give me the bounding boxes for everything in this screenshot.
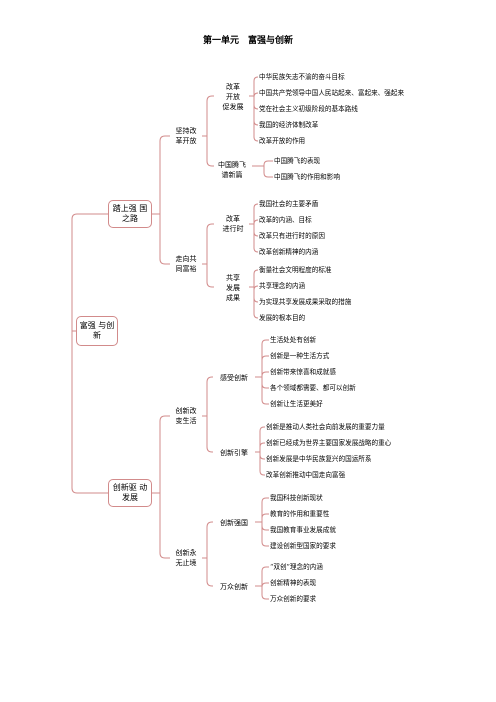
leaf-item: 创新带来惊喜和成就感 [270,368,336,376]
leaf-item: 中国腾飞的表现 [274,157,321,165]
root-node: 富强 与创新 [76,316,118,346]
connector-line [206,160,214,167]
connector-line [253,136,259,142]
connector-line [253,247,259,253]
connector-line [206,95,214,102]
leaf-item: 我国科技创新现状 [270,494,323,502]
connector-line [253,313,259,319]
group-node-2-1-1: 感受创新 [220,374,248,382]
connector-line [253,92,259,98]
connector-line [259,442,265,448]
connector-line [261,371,269,377]
sub-node-1-1: 坚持改 革开放 [175,127,197,145]
connector-line [263,172,273,178]
leaf-item: 改革只有进行时的原因 [259,232,325,240]
connector-line [253,203,259,209]
group-node-2-1-2: 创新引擎 [220,449,248,457]
leaf-item: 创新是推动人类社会向前发展的重要力量 [266,423,385,431]
connector-line [159,552,170,559]
connector-line [261,513,269,519]
connector-line [261,497,269,503]
connector-line [71,487,108,494]
leaf-item: 中华民族矢志不渝的奋斗目标 [259,73,345,81]
group-node-1-2-1: 改革 进行时 [222,215,244,233]
connector-line [206,223,214,230]
connector-line [261,339,269,345]
leaf-item: 创新发展是中华民族复兴的国运所系 [266,455,372,463]
connector-line [253,269,259,275]
group-node-2-2-2: 万众创新 [220,583,248,591]
connector-line [206,580,213,587]
connector-line [206,521,213,528]
leaf-item: 发展的根本目的 [259,314,306,322]
connector-line [253,297,259,303]
connector-line [261,594,269,600]
connector-line [259,426,265,432]
leaf-item: 改革创新推动中国走向富强 [266,471,346,479]
leaf-item: 党在社会主义初级阶段的基本路线 [259,105,358,113]
connector-line [261,541,269,547]
sub-node-2-1: 创新改 变生活 [175,407,197,425]
leaf-item: 改革创新精神的内涵 [259,248,319,256]
leaf-item: 我国社会的主要矛盾 [259,200,319,208]
connector-line [263,160,273,166]
leaf-item: 万众创新的要求 [270,595,317,603]
leaf-item: 我国的经济体制改革 [259,121,319,129]
connector-line [71,213,108,220]
leaf-item: 中国共产党领导中国人民站起来、富起来、强起来 [259,89,405,97]
connector-line [253,76,259,82]
group-node-1-1-1: 改革 开放 促发展 [222,83,244,111]
connector-line [259,454,265,460]
group-node-1-1-2: 中国腾飞 谱新篇 [218,161,246,179]
leaf-item: 创新让生活更美好 [270,400,323,408]
connector-line [253,104,259,110]
leaf-item: 创新是一种生活方式 [270,352,330,360]
connector-line [206,446,213,453]
leaf-item: 中国腾飞的作用和影响 [274,173,340,181]
connector-line [206,376,213,383]
leaf-item: 改革的内涵、目标 [259,216,312,224]
connector-line [261,383,269,389]
leaf-item: 为实现共享发展成果采取的措施 [259,298,352,306]
connector-line [253,120,259,126]
connector-line [259,470,265,476]
connector-line [206,281,214,288]
leaf-item: “双创”理念的内涵 [270,563,323,571]
group-node-1-2-2: 共享 发展 成果 [226,274,240,302]
branch-node-1: 踏上强 国之路 [108,200,152,228]
leaf-item: 创新精神的表现 [270,579,317,587]
connector-line [253,219,259,225]
leaf-item: 教育的作用和重要性 [270,510,330,518]
connector-line [159,258,170,265]
leaf-item: 共享理念的内涵 [259,282,306,290]
connector-line [261,566,269,572]
sub-node-2-2: 创新永 无止境 [175,549,197,567]
connector-line [159,135,170,142]
page-title: 第一单元 富强与创新 [202,36,293,46]
leaf-item: 衡量社会文明程度的标准 [259,266,332,274]
connector-line [253,285,259,291]
leaf-item: 各个领域都需要、都可以创新 [270,384,356,392]
sub-node-1-2: 走向共 同富裕 [175,255,197,273]
branch-node-2: 创新驱 动发展 [108,479,152,507]
group-node-2-2-1: 创新强国 [220,519,248,527]
connector-line [261,582,269,588]
connector-line [261,525,269,531]
leaf-item: 改革开放的作用 [259,137,306,145]
leaf-item: 建设创新型国家的要求 [270,542,336,550]
leaf-item: 创新已经成为世界主要国家发展战略的重心 [266,439,392,447]
connector-line [261,399,269,405]
connector-line [159,415,170,422]
connector-line [261,355,269,361]
leaf-item: 我国教育事业发展成就 [270,526,336,534]
leaf-item: 生活处处有创新 [270,336,317,344]
connector-line [253,231,259,237]
